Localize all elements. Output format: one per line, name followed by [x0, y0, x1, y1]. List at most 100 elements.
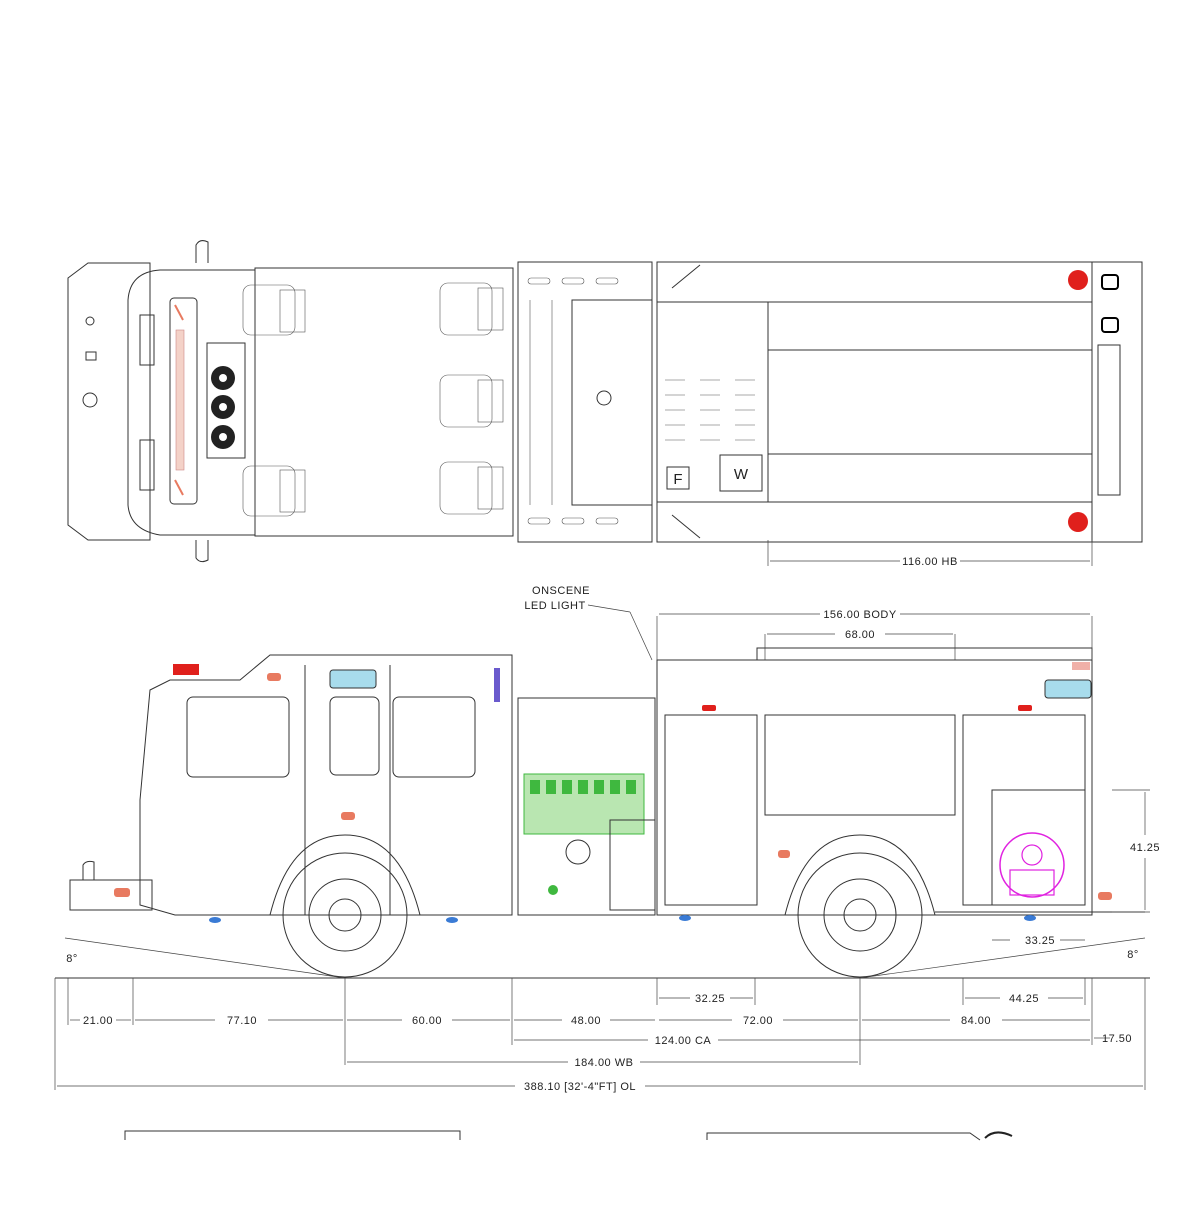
top-view: F W 116.00 HB [67, 240, 1143, 568]
side-marker-light [341, 812, 355, 820]
top-wiper-right [139, 439, 155, 491]
dim-front-overhang: 21.00 [83, 1015, 113, 1027]
side-pump-gauge-icon [565, 839, 591, 865]
dim-bumper-to-axle: 77.10 [227, 1015, 257, 1027]
departure-angle-line [859, 937, 1146, 979]
dim-cab-to-axle: 124.00 CA [655, 1035, 712, 1047]
approach-angle-line [64, 937, 346, 979]
side-body-marker [778, 850, 790, 858]
callout-line-2: LED LIGHT [524, 600, 585, 612]
callout-line-1: ONSCENE [532, 585, 590, 597]
side-warning-light [173, 664, 199, 675]
side-rear-fender [784, 834, 936, 916]
dim-wheelbase: 184.00 WB [575, 1057, 634, 1069]
top-water-fill-box [719, 454, 763, 492]
side-front-hose-icon [82, 860, 95, 880]
approach-angle-label: 8° [66, 953, 78, 965]
top-mirror-icon [195, 540, 209, 563]
top-rear-tow-icon [1101, 317, 1119, 333]
side-body-marker [702, 705, 716, 711]
side-front-fender [269, 834, 421, 916]
top-rear-ladder [1097, 344, 1121, 496]
top-lightbar-led-strip [175, 329, 185, 471]
top-pump-panel [571, 299, 653, 506]
side-body-marker [1018, 705, 1032, 711]
top-front-bumper [67, 262, 151, 541]
top-bumper-light-icon [85, 316, 95, 326]
departure-angle-label: 8° [1127, 949, 1139, 961]
dim-body-to-axle: 72.00 [743, 1015, 773, 1027]
dim-front-compartment: 32.25 [695, 993, 725, 1005]
top-rear-step [1091, 261, 1143, 543]
top-cab-outline [127, 269, 256, 536]
top-rear-light-icon [1068, 512, 1088, 532]
top-rear-light-icon [1068, 270, 1088, 290]
top-fan-housing [206, 342, 246, 459]
top-panel-label-f: F [673, 471, 682, 488]
partial-view-left [124, 1130, 461, 1140]
dim-axle-to-cab: 60.00 [412, 1015, 442, 1027]
top-rear-tow-icon [1101, 274, 1119, 290]
top-bumper-reel-icon [82, 392, 98, 408]
side-step-lights [209, 915, 1036, 923]
side-marker-light [114, 888, 130, 897]
side-rear-compartment-door [991, 789, 1086, 906]
side-compartment-1 [664, 714, 758, 906]
side-pump-door [609, 819, 656, 911]
side-pump-controls [530, 780, 636, 794]
top-lightbar-segment [174, 304, 184, 321]
top-walkway-treads [665, 379, 755, 441]
dim-overall-length: 388.10 [32'-4"FT] OL [524, 1081, 636, 1093]
side-pump-gauges [523, 773, 645, 835]
top-seat-icons [242, 282, 504, 517]
top-foam-fill-box [666, 466, 690, 490]
partial-view-right [706, 1132, 981, 1141]
dim-rear-step: 17.50 [1102, 1033, 1132, 1045]
side-cab-window [186, 696, 290, 778]
side-view: ONSCENE LED LIGHT [54, 585, 1160, 1093]
side-body-top-rail [756, 647, 1093, 661]
dim-rear-overhang-body: 84.00 [961, 1015, 991, 1027]
dim-pump-house: 48.00 [571, 1015, 601, 1027]
top-tank-fill-icon [596, 390, 612, 406]
top-pump-house [517, 261, 653, 543]
top-lightbar [169, 297, 198, 505]
side-status-light [494, 668, 500, 702]
side-body-warning-light [1072, 662, 1090, 670]
top-fan-icons [211, 366, 235, 449]
top-lightbar-segment [174, 479, 184, 496]
side-compartment-3 [962, 714, 1086, 906]
dim-extension-lines [54, 978, 1146, 1090]
top-body [656, 261, 1143, 543]
top-panel-label-w: W [734, 466, 749, 483]
side-marker-light [267, 673, 281, 681]
top-crew-cab [254, 267, 514, 537]
top-hosebed [656, 301, 1093, 503]
side-cab-outline [139, 654, 513, 916]
top-mirror-icon [195, 240, 209, 263]
dim-rear-height: 41.25 [1130, 842, 1160, 854]
side-pump-valve-icon [548, 885, 558, 895]
side-crew-dome-light [329, 669, 377, 689]
dim-body-length: 156.00 BODY [823, 609, 897, 621]
side-foam-logo-icon [999, 832, 1065, 898]
side-compartment-2 [764, 714, 956, 816]
partial-views [124, 1130, 1013, 1141]
dim-rear-compartment-width: 44.25 [1009, 993, 1039, 1005]
side-front-wheel-icon [282, 852, 408, 978]
dim-rear-compartment: 33.25 [1025, 935, 1055, 947]
side-rear-wheel-icon [797, 852, 923, 978]
top-wiper-left [139, 314, 155, 366]
top-hosebed-dimension: 116.00 HB [902, 556, 958, 568]
top-bumper-box [85, 351, 97, 361]
side-front-bumper [69, 879, 153, 911]
side-body-marker [1098, 892, 1112, 900]
side-crew-window [392, 696, 476, 778]
side-body [656, 659, 1093, 916]
side-body-scene-light [1044, 679, 1092, 699]
dim-compartment-length: 68.00 [845, 629, 875, 641]
side-crew-window-small [329, 696, 380, 776]
side-pump-panel [517, 697, 656, 916]
